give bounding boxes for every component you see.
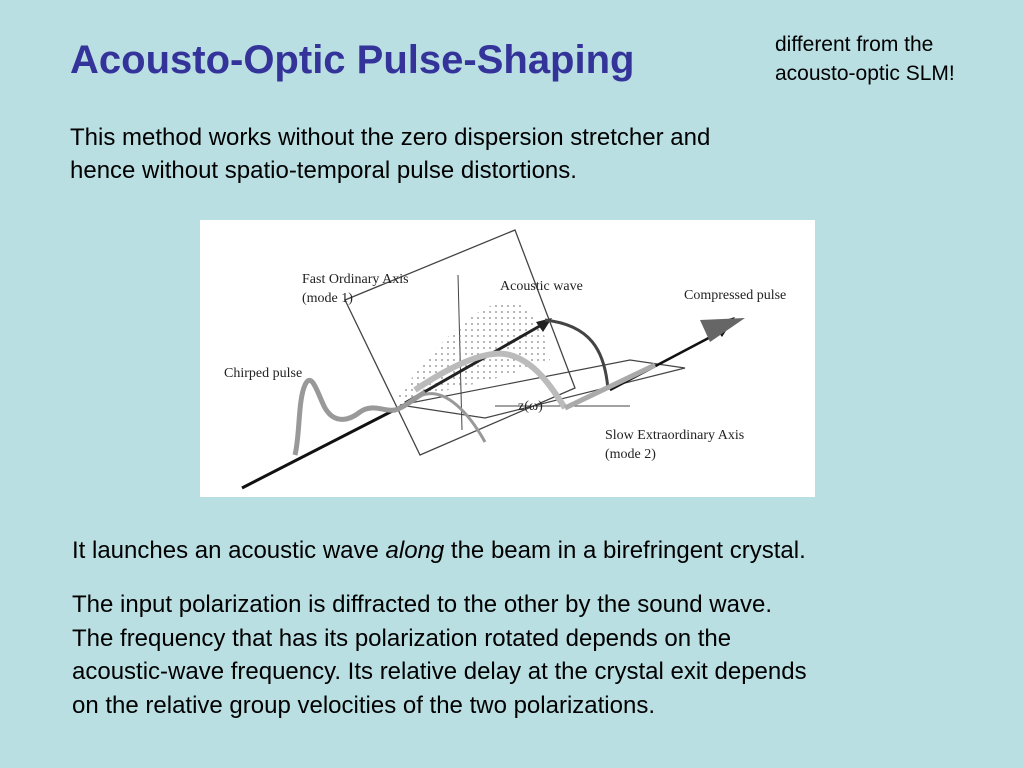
slow-axis-mode-label: (mode 2) bbox=[605, 447, 656, 462]
acoustic-arrow bbox=[404, 321, 546, 405]
side-note-line: different from the bbox=[775, 33, 934, 56]
launch-text-after: the beam in a birefringent crystal. bbox=[444, 537, 806, 564]
mode-arc bbox=[413, 350, 568, 410]
slow-axis-plane bbox=[399, 359, 686, 419]
intro-line: hence without spatio-temporal pulse dist… bbox=[70, 157, 577, 184]
polarization-line: The input polarization is diffracted to … bbox=[72, 591, 772, 618]
slow-axis-label: Slow Extraordinary Axis bbox=[605, 428, 744, 443]
acoustic-wave-label: Acoustic wave bbox=[500, 279, 583, 294]
fast-axis-mode-label: (mode 1) bbox=[302, 291, 353, 306]
chirped-pulse-wave bbox=[292, 377, 427, 456]
intro-text: This method works without the zero dispe… bbox=[70, 121, 710, 187]
launch-paragraph: It launches an acoustic wave along the b… bbox=[72, 536, 806, 566]
chirped-pulse-label: Chirped pulse bbox=[224, 366, 302, 381]
side-note: different from the acousto-optic SLM! bbox=[775, 30, 955, 88]
input-beam bbox=[241, 400, 411, 490]
launch-text-emphasis: along bbox=[385, 537, 445, 564]
diagram-svg: Fast Ordinary Axis (mode 1) Acoustic wav… bbox=[224, 229, 786, 490]
side-note-line: acousto-optic SLM! bbox=[775, 62, 955, 85]
compressed-pulse-shape bbox=[700, 318, 745, 342]
intro-line: This method works without the zero dispe… bbox=[70, 124, 711, 151]
fast-axis-plane bbox=[344, 229, 576, 456]
exit-segment bbox=[563, 362, 657, 411]
polarization-line: on the relative group velocities of the … bbox=[72, 691, 655, 719]
compressed-pulse-label: Compressed pulse bbox=[684, 288, 786, 303]
z-omega-label: z(ω) bbox=[518, 399, 543, 414]
fast-axis-label: Fast Ordinary Axis bbox=[302, 272, 409, 287]
polarization-paragraph: The input polarization is diffracted to … bbox=[72, 588, 807, 722]
acousto-optic-diagram: Fast Ordinary Axis (mode 1) Acoustic wav… bbox=[200, 220, 815, 497]
polarization-line: acoustic-wave frequency. Its relative de… bbox=[72, 658, 807, 685]
mode-arc-lower bbox=[419, 392, 487, 443]
polarization-line: The frequency that has its polarization … bbox=[72, 624, 732, 652]
slide-title: Acousto-Optic Pulse-Shaping bbox=[70, 38, 635, 82]
acoustic-arc bbox=[544, 318, 610, 391]
launch-text-before: It launches an acoustic wave bbox=[72, 537, 386, 564]
